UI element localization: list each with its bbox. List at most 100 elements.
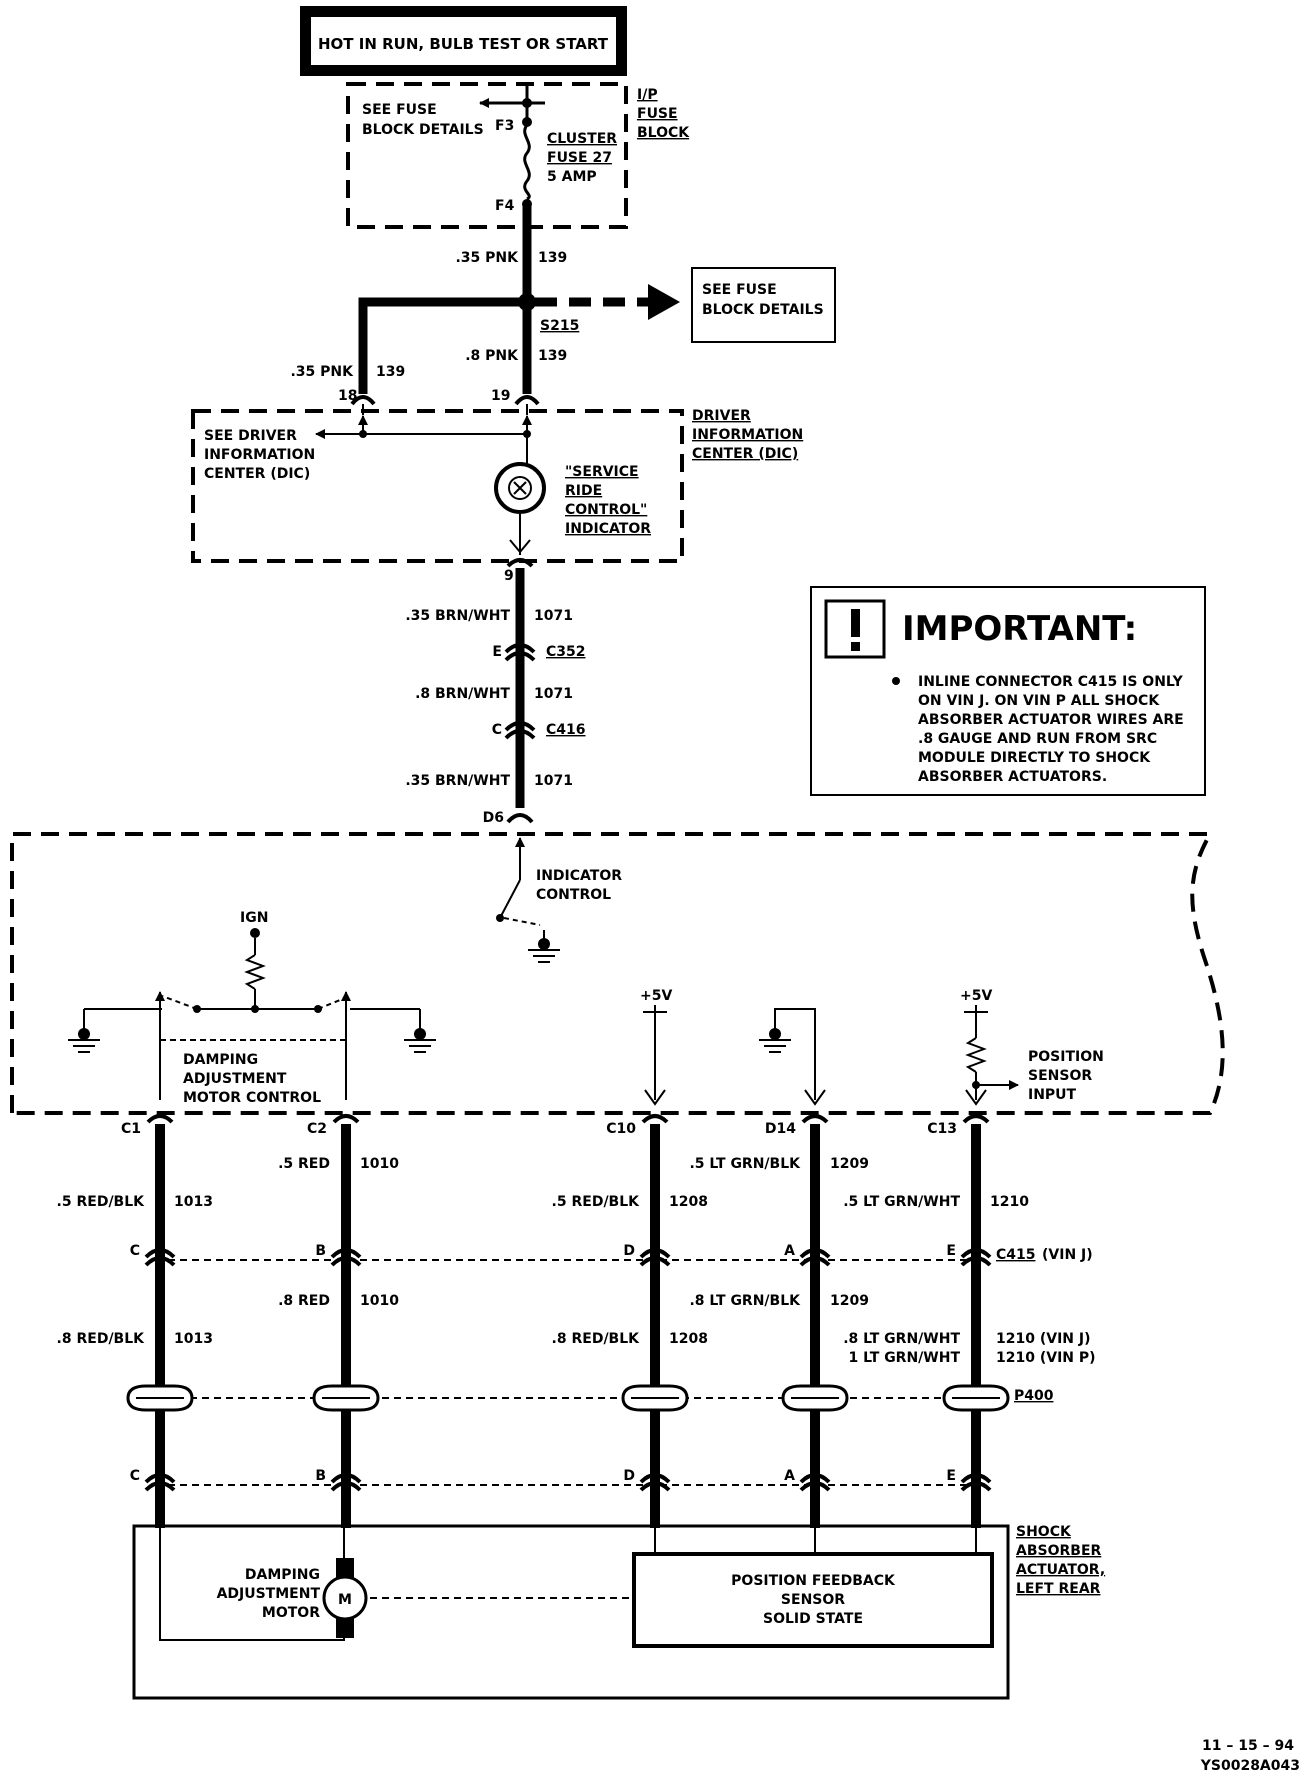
ground-icon (759, 1039, 791, 1053)
pin-c1: C1 (121, 1121, 141, 1137)
actuator-name-2-text: ABSORBER (1016, 1543, 1102, 1559)
pin-19: 19 (491, 388, 510, 404)
fuse-block-fuse-2-text: FUSE 27 (547, 150, 612, 166)
splice-see-2-text: BLOCK DETAILS (702, 302, 824, 318)
c415-pins-2-text: D (623, 1243, 635, 1259)
splice-s215 (518, 293, 536, 311)
dic-name: DRIVER (692, 408, 751, 424)
wire-1210-lower-gauge-2-text: 1 LT GRN/WHT (849, 1350, 961, 1366)
wires-upper-4-gauge-text: .5 LT GRN/WHT (843, 1194, 960, 1210)
pin-18: 18 (338, 388, 357, 404)
f3-terminal (522, 117, 532, 127)
wires-upper-3-circuit-text: 1209 (830, 1156, 869, 1172)
important-line-3-text: ABSORBER ACTUATOR WIRES ARE (918, 712, 1184, 728)
actuator-sensor-2-text: SENSOR (781, 1592, 845, 1608)
wires-lower-3-gauge-text: .8 LT GRN/BLK (689, 1293, 801, 1309)
wires-lower-3-circuit-text: 1209 (830, 1293, 869, 1309)
src-module: INDICATOR CONTROL IGN DAM (10, 832, 1225, 1115)
wires-upper-1-gauge-text: .5 RED (278, 1156, 330, 1172)
wires-lower-0-circuit-text: 1013 (174, 1331, 213, 1347)
important-line-6-text: ABSORBER ACTUATORS. (918, 769, 1107, 785)
module-damp-3-text: MOTOR CONTROL (183, 1090, 321, 1106)
fuse-junction-dot (522, 98, 532, 108)
fuse-block: SEE FUSE BLOCK DETAILS F3 F4 CLUSTER FUS… (346, 82, 690, 229)
actuator-connector: C B D A E (130, 1468, 992, 1492)
module-ind-ctrl-2-text: CONTROL (536, 887, 611, 903)
see-fuse-label: SEE FUSE (362, 102, 437, 118)
splice-label: S215 (540, 318, 579, 334)
module-pos-3-text: INPUT (1028, 1087, 1077, 1103)
connector-c415: C B D A E C415 (VIN J) (130, 1243, 1093, 1267)
fuse-block-fuse-3-text: 5 AMP (547, 169, 597, 185)
wires-upper-2-gauge-text: .5 RED/BLK (552, 1194, 641, 1210)
pin-d6: D6 (483, 810, 504, 826)
important-line-4-text: .8 GAUGE AND RUN FROM SRC (918, 731, 1157, 747)
c415-pins-4-text: E (946, 1243, 956, 1259)
shock-absorber-actuator: M DAMPING ADJUSTMENT MOTOR POSITION FEED… (132, 1524, 1105, 1700)
position-feedback-sensor (632, 1552, 994, 1648)
important-line-2-text: ON VIN J. ON VIN P ALL SHOCK (918, 693, 1160, 709)
pin-c13: C13 (927, 1121, 957, 1137)
c416-name-text: C416 (546, 722, 586, 738)
act-pins-0-text: C (130, 1468, 140, 1484)
act-pins-2-text: D (623, 1468, 635, 1484)
dic-see-3-text: CENTER (DIC) (204, 466, 310, 482)
module-damp-2-text: ADJUSTMENT (183, 1071, 287, 1087)
diagram-code: YS0028A043 (1200, 1758, 1300, 1774)
important-line-5-text: MODULE DIRECTLY TO SHOCK (918, 750, 1151, 766)
pin-c10: C10 (606, 1121, 636, 1137)
pin-d14: D14 (765, 1121, 796, 1137)
resistor-icon (244, 954, 266, 990)
wires-upper-1-circuit-text: 1010 (360, 1156, 399, 1172)
wire-1210-lower-circuit-2-text: 1210 (VIN P) (996, 1350, 1096, 1366)
ground-icon (528, 949, 560, 963)
wires-lower-0-gauge-text: .8 RED/BLK (57, 1331, 146, 1347)
dic-ind-2-text: RIDE (565, 483, 602, 499)
wire-1210-lower-circuit-1-text: 1210 (VIN J) (996, 1331, 1090, 1347)
actuator-sensor-1-text: POSITION FEEDBACK (731, 1573, 896, 1589)
dic-ind-3-text: CONTROL" (565, 502, 647, 518)
dic-see-1-text: SEE DRIVER (204, 428, 297, 444)
wire-1071-b-gauge-text: .8 BRN/WHT (415, 686, 510, 702)
fuse-block-name-3-text: BLOCK (637, 125, 690, 141)
c352-pin-text: E (492, 644, 502, 660)
damping-control-label: DAMPING (183, 1052, 258, 1068)
fuse-block-name-2-text: FUSE (637, 106, 678, 122)
wire-1071-a-gauge-text: .35 BRN/WHT (405, 608, 510, 624)
wires-lower-2-circuit-text: 1208 (669, 1331, 708, 1347)
pin-9: 9 (504, 568, 514, 584)
wire-1071-b-circuit-text: 1071 (534, 686, 573, 702)
connector-c352 (504, 643, 536, 662)
diagram-date: 11 – 15 – 94 (1202, 1738, 1294, 1754)
act-pins-3-text: A (784, 1468, 795, 1484)
wires-upper-0-circuit-text: 1013 (174, 1194, 213, 1210)
module-pins: C1 C2 C10 D14 C13 (121, 1114, 990, 1137)
motor-label: DAMPING (245, 1567, 320, 1583)
wire-left-circuit-text: 139 (376, 364, 405, 380)
wire-1071-a-circuit-text: 1071 (534, 608, 573, 624)
f4-label: F4 (495, 198, 515, 214)
dic-see-2-text: INFORMATION (204, 447, 315, 463)
pnk-wiring: .35 PNK 139 S215 SEE FUSE BLOCK DETAILS … (290, 206, 836, 394)
p400-label: P400 (1014, 1388, 1054, 1404)
c416-pin-text: C (492, 722, 502, 738)
actuator-name: SHOCK (1016, 1524, 1072, 1540)
fuse-name: CLUSTER (547, 131, 617, 147)
ground-icon (68, 1039, 100, 1053)
dic-name-3-text: CENTER (DIC) (692, 446, 798, 462)
v5-label-b: +5V (960, 988, 992, 1004)
splice-see-1-text: SEE FUSE (702, 282, 777, 298)
fuse-block-see-fuse-2-text: BLOCK DETAILS (362, 122, 484, 138)
important-title: IMPORTANT: (902, 609, 1137, 649)
connector-p400: P400 (126, 1384, 1054, 1412)
power-source-label: HOT IN RUN, BULB TEST OR START (318, 35, 609, 53)
driver-information-center: 18 19 SEE DRIVER INFORMATION CENTER (DIC… (191, 388, 803, 584)
wire-top-gauge-text: .35 PNK (455, 250, 519, 266)
position-sensor-label: POSITION (1028, 1049, 1104, 1065)
wires-upper-3-gauge-text: .5 LT GRN/BLK (689, 1156, 801, 1172)
resistor-icon (965, 1037, 987, 1073)
wires-upper-4-circuit-text: 1210 (990, 1194, 1029, 1210)
wire-center-gauge-text: .8 PNK (465, 348, 519, 364)
fuse-block-name: I/P (637, 87, 658, 103)
indicator-switch-icon (499, 879, 521, 919)
